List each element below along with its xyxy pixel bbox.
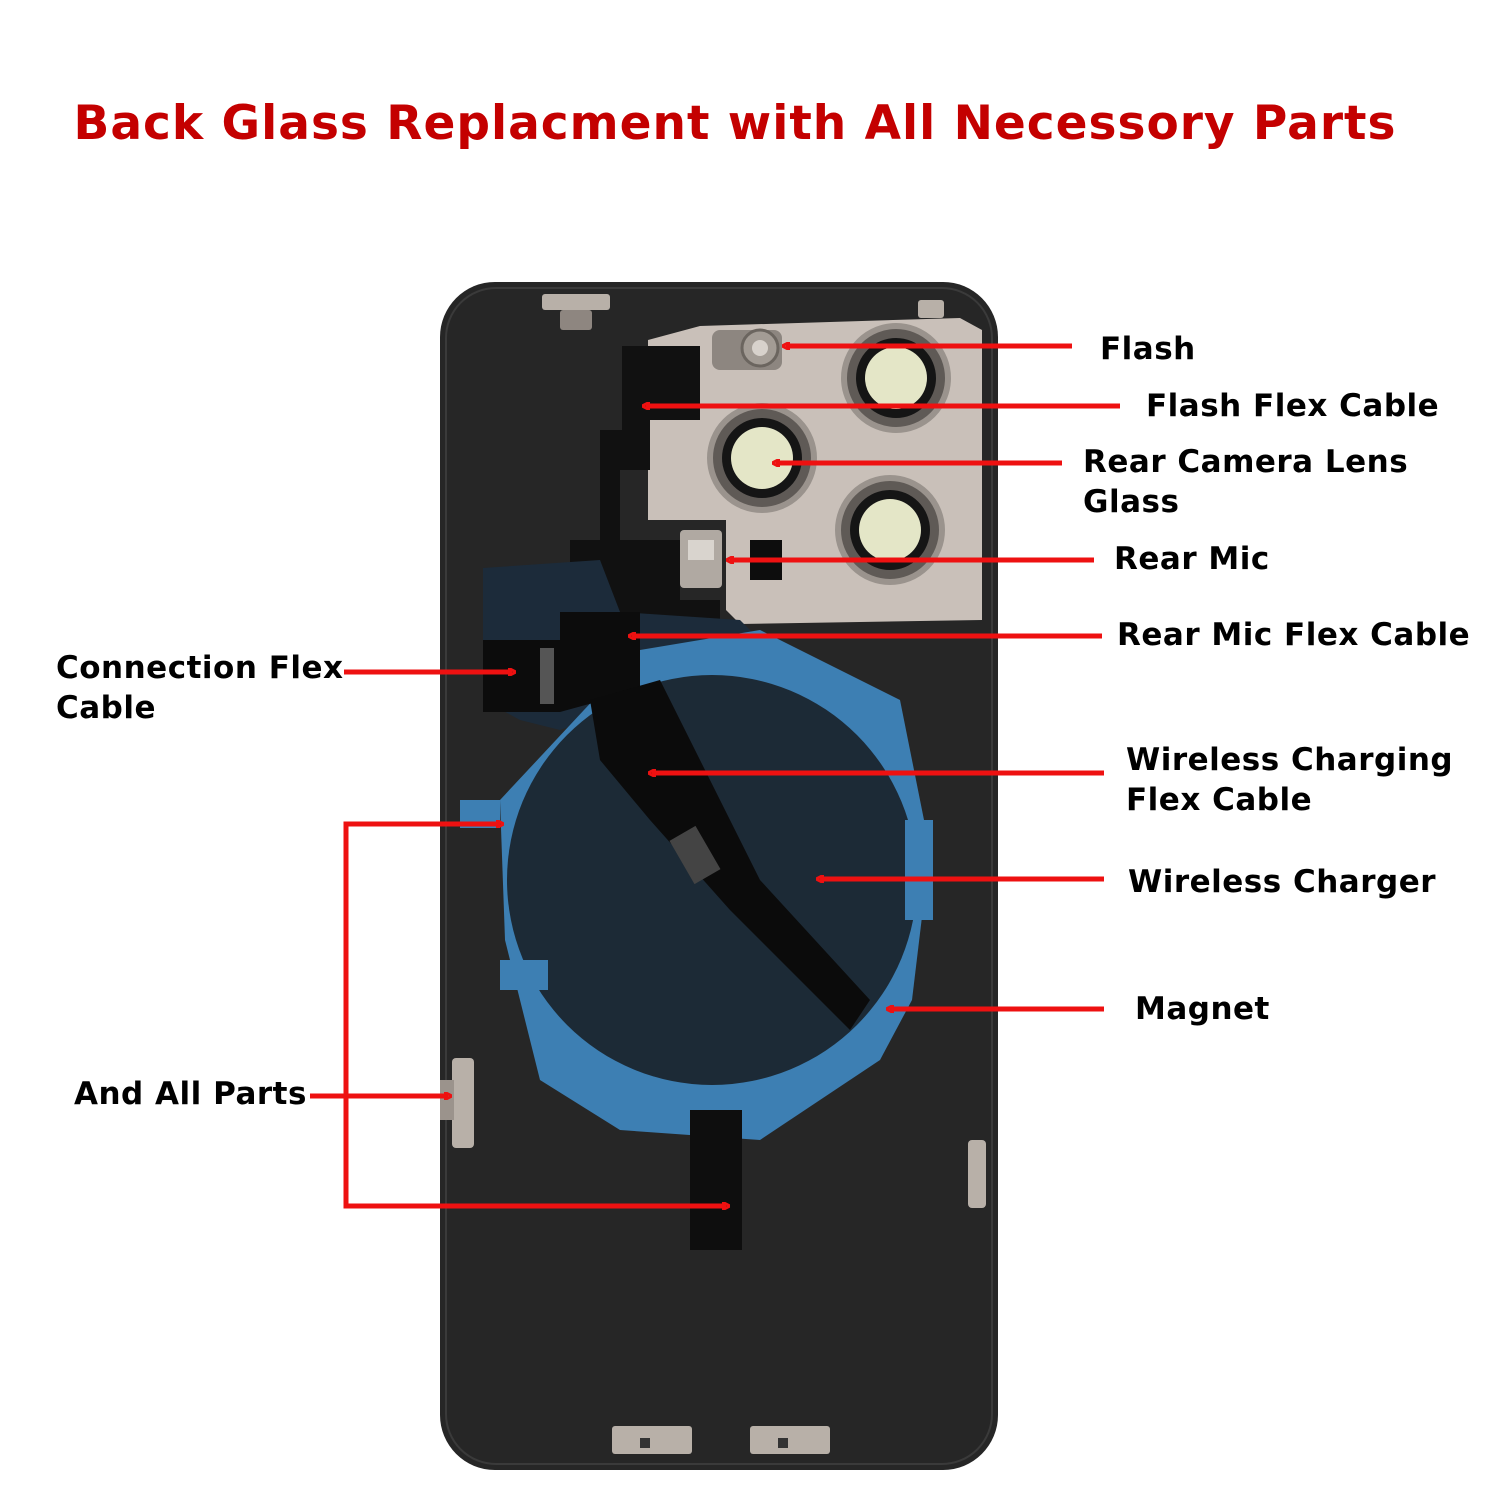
flash-module — [712, 328, 782, 370]
label-connection-flex-line2: Cable — [56, 690, 157, 726]
label-rear-camera-lens-line1: Rear Camera Lens — [1083, 444, 1409, 480]
label-rear-mic: Rear Mic — [1114, 541, 1270, 577]
camera-lens-top-right — [841, 323, 951, 433]
label-flash-flex-cable: Flash Flex Cable — [1146, 388, 1440, 424]
label-flash: Flash — [1100, 331, 1196, 367]
label-magnet: Magnet — [1135, 991, 1270, 1027]
side-bracket-right — [968, 1140, 986, 1208]
label-rear-mic-flex-cable: Rear Mic Flex Cable — [1117, 617, 1471, 653]
label-wireless-charging-flex-line1: Wireless Charging — [1126, 742, 1454, 778]
wireless-charging-flex-cable — [590, 680, 870, 1030]
bottom-flex-cable — [690, 1110, 742, 1250]
page-title: Back Glass Replacment with All Necessory… — [73, 96, 1397, 151]
side-bracket-left — [440, 1058, 474, 1148]
label-connection-flex-line1: Connection Flex — [56, 650, 344, 686]
annotation-arrows — [310, 346, 1120, 1206]
flex-connector — [669, 825, 721, 885]
connection-flex-cable — [483, 612, 640, 712]
label-wireless-charging-flex-line2: Flex Cable — [1126, 782, 1313, 818]
top-bracket-left — [542, 294, 610, 330]
label-rear-camera-lens-line2: Glass — [1083, 484, 1180, 520]
top-bracket-right — [918, 300, 944, 318]
bottom-bracket-right — [750, 1426, 830, 1454]
flash-flex-cable — [570, 346, 720, 620]
bottom-bracket-left — [612, 1426, 692, 1454]
camera-lens-bottom-right — [835, 475, 945, 585]
camera-lens-middle — [707, 403, 817, 513]
label-wireless-charger: Wireless Charger — [1128, 864, 1437, 900]
label-and-all-parts: And All Parts — [74, 1076, 307, 1112]
